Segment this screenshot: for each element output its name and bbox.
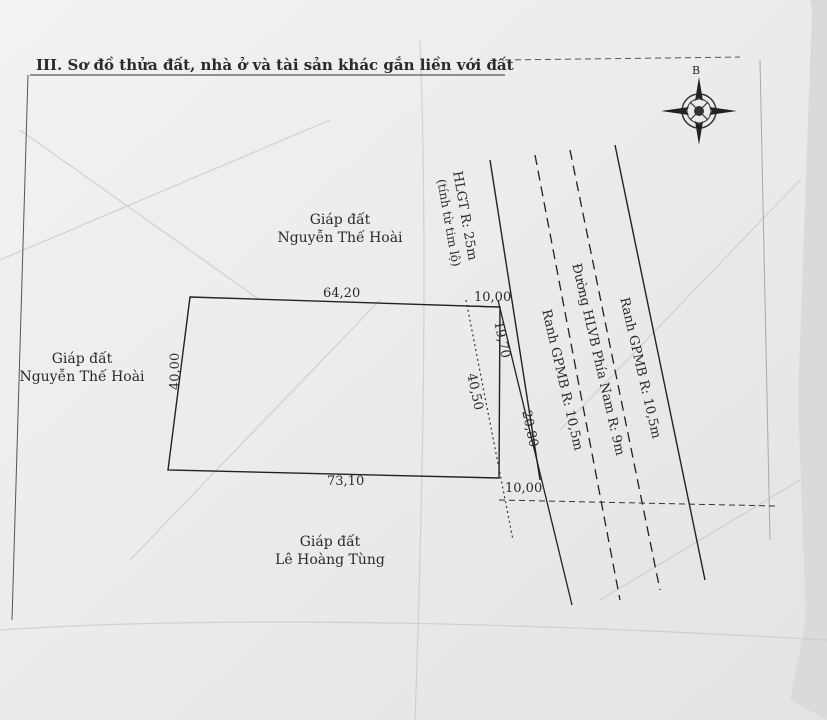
road-edge-line bbox=[569, 149, 661, 591]
section-title: III. Sơ đồ thửa đất, nhà ở và tài sản kh… bbox=[36, 56, 514, 74]
neighbor-west: Giáp đất Nguyễn Thế Hoài bbox=[12, 350, 152, 386]
north-label: B bbox=[692, 64, 701, 77]
dim-bottom-right: 10,00 bbox=[505, 481, 543, 496]
road-center-dotted-line bbox=[465, 299, 514, 541]
bottom-frontage-dashed bbox=[498, 499, 778, 507]
north-compass-icon bbox=[661, 77, 737, 145]
title-rule-dashed bbox=[504, 56, 741, 61]
hlgt-line bbox=[489, 159, 541, 481]
neighbor-north: Giáp đất Nguyễn Thế Hoài bbox=[270, 211, 410, 247]
neighbor-south-line2: Lê Hoàng Tùng bbox=[275, 552, 385, 568]
ranh-gpmb-outer-line bbox=[614, 144, 706, 581]
paper-creases bbox=[0, 39, 827, 720]
neighbor-west-line2: Nguyễn Thế Hoài bbox=[19, 369, 145, 385]
dim-left: 40,00 bbox=[168, 352, 183, 390]
dim-top: 64,20 bbox=[323, 286, 361, 301]
neighbor-north-line2: Nguyễn Thế Hoài bbox=[277, 230, 403, 246]
ranh-gpmb-inner-line bbox=[534, 154, 621, 601]
frame-right bbox=[759, 59, 771, 541]
neighbor-west-line1: Giáp đất bbox=[51, 351, 113, 367]
neighbor-south: Giáp đất Lê Hoàng Tùng bbox=[260, 533, 400, 569]
land-plot-boundary bbox=[167, 296, 501, 479]
plot-frontage-top bbox=[465, 305, 501, 308]
dim-top-right: 10,00 bbox=[474, 290, 512, 305]
dim-bottom: 73,10 bbox=[327, 474, 365, 489]
road-inner-solid-line bbox=[497, 299, 573, 606]
neighbor-north-line1: Giáp đất bbox=[309, 212, 371, 228]
frame-left bbox=[11, 74, 29, 621]
neighbor-south-line1: Giáp đất bbox=[299, 534, 361, 550]
